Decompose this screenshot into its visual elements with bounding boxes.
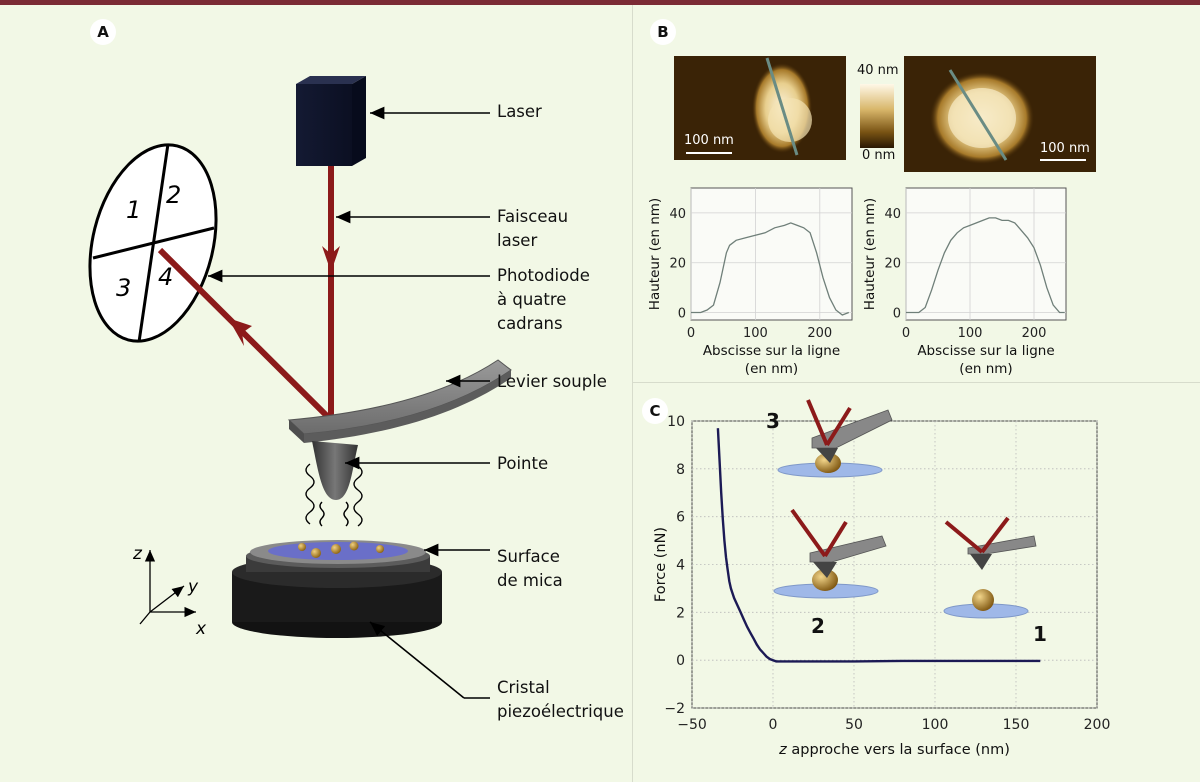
profile-right-ytick-label: 0 [893, 307, 901, 322]
profile-right-xtick-label: 0 [902, 326, 910, 341]
force-xtick-label: 150 [1003, 717, 1030, 733]
label-beam-1: Faisceau [497, 207, 569, 226]
force-xlabel-rest: approche vers la surface (nm) [787, 742, 1010, 758]
profile-right-ylabel: Hauteur (en nm) [862, 198, 878, 310]
colorbar-top-label: 40 nm [857, 63, 899, 78]
quadrant-3: 3 [116, 274, 131, 302]
force-ytick-label: 4 [676, 558, 685, 574]
inset-step-2 [773, 508, 887, 599]
force-ytick-label: 2 [676, 605, 685, 621]
xyz-axes [139, 550, 196, 625]
laser-source [296, 76, 366, 166]
profile-right-series-line [906, 217, 1065, 314]
panel-c-badge: C [642, 398, 668, 424]
axis-x-label: x [195, 619, 207, 639]
label-photodiode-1: Photodiode [497, 266, 590, 285]
colorbar-bottom-label: 0 nm [862, 148, 896, 163]
pointer-arrows [208, 106, 490, 699]
label-piezo-1: Cristal [497, 678, 550, 697]
cantilever [287, 359, 512, 443]
profile-left-ytick-label: 20 [669, 257, 686, 272]
inset-step-3 [777, 399, 893, 478]
force-xtick-label: −50 [677, 717, 707, 733]
force-xtick-label: 50 [845, 717, 863, 733]
profile-left-xlabel-1: Abscisse sur la ligne [703, 343, 840, 359]
step-2-label: 2 [811, 614, 825, 638]
step-1-label: 1 [1033, 622, 1047, 646]
profile-left-plot-area [690, 187, 853, 321]
force-xtick-label: 200 [1084, 717, 1111, 733]
profile-right-xtick-label: 100 [958, 326, 983, 341]
top-bar [0, 0, 1200, 5]
force-ytick-label: 0 [676, 653, 685, 669]
profile-left-ylabel: Hauteur (en nm) [647, 198, 663, 310]
quadrant-2: 2 [166, 181, 181, 209]
quadrant-1: 1 [126, 196, 141, 224]
label-laser: Laser [497, 102, 542, 121]
label-tip: Pointe [497, 454, 549, 473]
profile-left-xtick-label: 0 [687, 326, 695, 341]
profile-left-xtick-label: 100 [743, 326, 768, 341]
profile-right-ytick-label: 40 [884, 207, 901, 222]
label-photodiode-3: cadrans [497, 314, 563, 333]
force-xtick-label: 0 [769, 717, 778, 733]
label-surface-1: Surface [497, 547, 560, 566]
profile-right-plot-area [905, 187, 1067, 321]
label-surface-2: de mica [497, 571, 563, 590]
divider-vertical [632, 5, 633, 782]
force-ytick-label: −2 [664, 701, 685, 717]
force-series-line [716, 428, 1041, 663]
label-lever: Levier souple [497, 372, 607, 391]
force-xlabel: z approche vers la surface (nm) [778, 742, 1010, 758]
profile-right-xtick-label: 200 [1022, 326, 1047, 341]
inset-step-1 [943, 516, 1037, 619]
colorbar [860, 84, 894, 148]
force-xtick-label: 100 [922, 717, 949, 733]
axis-z-label: z [132, 544, 143, 564]
step-3-label: 3 [766, 409, 780, 433]
force-ytick-label: 8 [676, 462, 685, 478]
divider-horizontal [633, 382, 1200, 383]
scale-label-left: 100 nm [684, 133, 734, 148]
scale-label-right: 100 nm [1040, 141, 1090, 156]
profile-left-ytick-label: 40 [669, 207, 686, 222]
axis-y-label: y [187, 577, 199, 597]
label-photodiode-2: à quatre [497, 290, 567, 309]
profile-right-xlabel-1: Abscisse sur la ligne [917, 343, 1054, 359]
force-plot-area [691, 420, 1098, 709]
panel-b-badge: B [650, 19, 676, 45]
profile-right-ytick-label: 20 [884, 257, 901, 272]
panel-a-diagram: 1 2 3 4 [88, 76, 512, 699]
profile-left-xtick-label: 200 [807, 326, 832, 341]
label-piezo-2: piezoélectrique [497, 702, 624, 721]
force-ytick-label: 6 [676, 510, 685, 526]
profile-left-series-line [691, 222, 850, 316]
force-ytick-label: 10 [667, 414, 685, 430]
mica-surface [246, 540, 430, 572]
profile-right-xlabel-2: (en nm) [959, 361, 1012, 377]
photodiode-disk [88, 143, 218, 343]
quadrant-4: 4 [158, 263, 173, 291]
label-beam-2: laser [497, 231, 538, 250]
profile-left-ytick-label: 0 [678, 307, 686, 322]
laser-beam [157, 166, 340, 423]
afm-tip [312, 441, 358, 500]
profile-left-xlabel-2: (en nm) [745, 361, 798, 377]
force-xlabel-z: z [778, 742, 787, 758]
force-ylabel: Force (nN) [653, 527, 669, 602]
panel-a-badge: A [90, 19, 116, 45]
interaction-waves [305, 463, 363, 527]
